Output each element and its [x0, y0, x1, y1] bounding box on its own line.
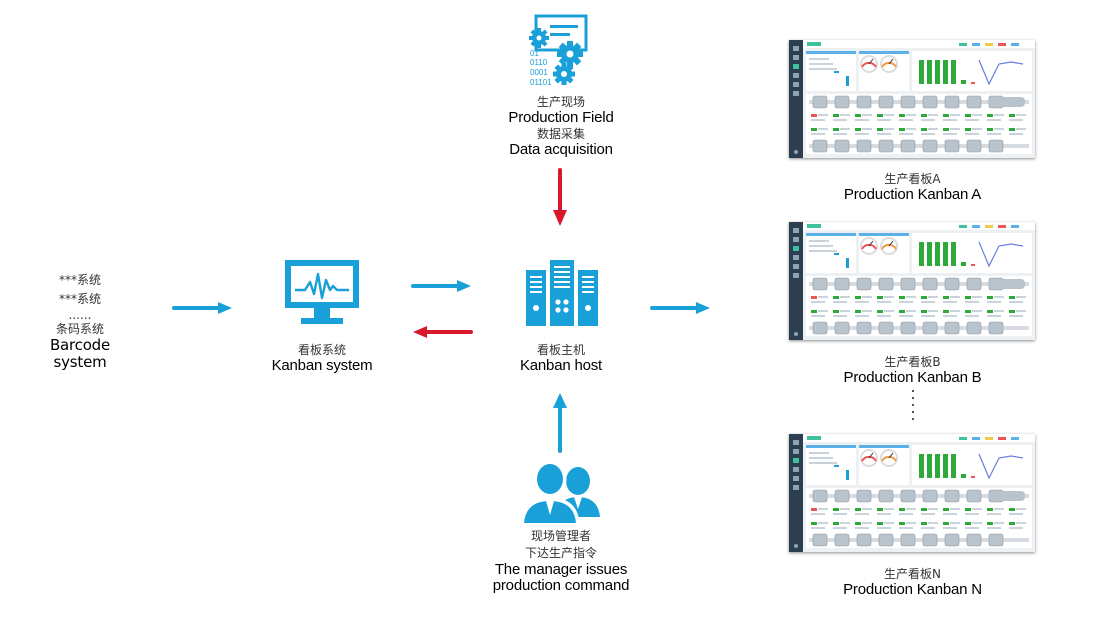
kanban-host-label: 看板主机 Kanban host — [495, 342, 627, 374]
kanban-screen-n — [789, 434, 1035, 552]
kanban-n-label: 生产看板N Production Kanban N — [820, 566, 1005, 598]
barcode-system-label: Barcode system — [49, 336, 111, 371]
kanban-system-en: Kanban system — [271, 357, 373, 374]
production-field-label: 生产现场 Production Field 数据采集 Data acquisit… — [486, 94, 636, 158]
manager-label: 现场管理者 下达生产指令 The manager issues producti… — [476, 528, 646, 594]
production-field-en: Production Field — [508, 109, 614, 126]
dashboard-thumbnail — [789, 434, 1035, 552]
kanban-screen-b — [789, 222, 1035, 340]
source-line: ***系统 — [58, 273, 101, 287]
ellipsis-dots — [911, 390, 915, 425]
kanban-b-label: 生产看板B Production Kanban B — [820, 354, 1005, 386]
source-line: ...... — [68, 308, 92, 322]
data-acquisition-en: Data acquisition — [509, 141, 613, 158]
binary-text: 0110 — [530, 58, 548, 67]
binary-text: 01101 — [530, 78, 552, 87]
arrow-system-to-host — [411, 280, 471, 292]
kanban-b-en: Production Kanban B — [843, 369, 982, 386]
kanban-a-en: Production Kanban A — [843, 186, 982, 203]
kanban-host-en: Kanban host — [519, 357, 603, 374]
manager-en-2: production command — [492, 577, 630, 594]
monitor-waveform-icon — [285, 260, 359, 324]
dashboard-thumbnail — [789, 40, 1035, 158]
kanban-n-en: Production Kanban N — [843, 581, 982, 598]
source-systems: ***系统 ***系统 ...... 条码系统 Barcode system — [30, 271, 130, 371]
binary-text: 01 — [530, 49, 539, 58]
kanban-screen-a — [789, 40, 1035, 158]
source-line: 条码系统 — [55, 322, 104, 336]
data-gears-icon: 01 0110 0001 01101 — [529, 14, 588, 87]
manager-cn-2: 下达生产指令 — [524, 546, 597, 560]
data-acquisition-cn: 数据采集 — [536, 127, 585, 141]
kanban-host-cn: 看板主机 — [536, 343, 585, 357]
manager-cn-1: 现场管理者 — [530, 529, 591, 543]
dashboard-thumbnail — [789, 222, 1035, 340]
kanban-a-cn: 生产看板A — [884, 172, 941, 186]
arrow-host-to-kanbans — [650, 302, 710, 314]
binary-text: 0001 — [530, 68, 548, 77]
arrow-field-to-host — [553, 168, 567, 226]
users-icon — [520, 460, 600, 525]
production-field-cn: 生产现场 — [536, 95, 585, 109]
kanban-n-cn: 生产看板N — [884, 567, 941, 581]
kanban-system-cn: 看板系统 — [297, 343, 346, 357]
arrow-host-to-system — [413, 326, 473, 338]
kanban-a-label: 生产看板A Production Kanban A — [820, 171, 1005, 203]
kanban-system-label: 看板系统 Kanban system — [256, 342, 388, 374]
arrow-sources-to-system — [172, 302, 232, 314]
manager-en-1: The manager issues — [494, 561, 628, 578]
kanban-b-cn: 生产看板B — [884, 355, 941, 369]
source-line: ***系统 — [58, 292, 101, 306]
arrow-manager-to-host — [553, 393, 567, 453]
server-tower-icon — [526, 260, 598, 326]
